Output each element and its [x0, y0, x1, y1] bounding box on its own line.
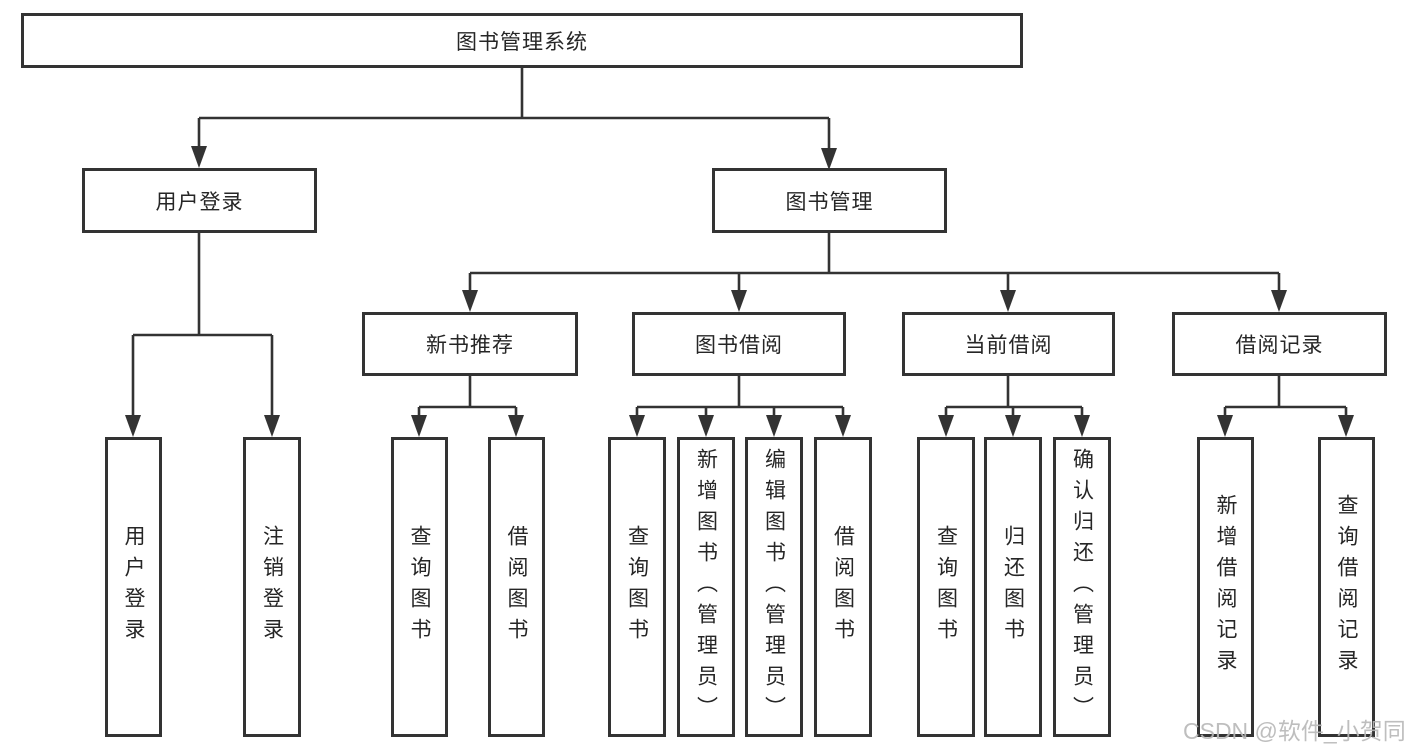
leaf-confirm-return-admin-label: 确认归还（管理员） [1070, 447, 1094, 727]
node-user-login-label: 用户登录 [155, 190, 244, 214]
node-new-book-recommend-label: 新书推荐 [426, 334, 514, 357]
leaf-add-books-admin-label: 新增图书（管理员） [694, 447, 718, 727]
arrow-down [508, 415, 524, 437]
node-book-borrow: 图书借阅 [632, 312, 846, 376]
leaf-user-login: 用户登录 [105, 437, 162, 737]
arrow-down [835, 415, 851, 437]
leaf-query-borrow-record: 查询借阅记录 [1318, 437, 1375, 737]
leaf-confirm-return-admin: 确认归还（管理员） [1053, 437, 1111, 737]
leaf-add-borrow-record: 新增借阅记录 [1197, 437, 1254, 737]
connector-user-login-children [125, 233, 280, 437]
arrow-down [1217, 415, 1233, 437]
arrow-down [1005, 415, 1021, 437]
arrow-down [629, 415, 645, 437]
node-user-login: 用户登录 [82, 168, 317, 233]
leaf-borrow-books-label: 借阅图书 [831, 525, 855, 649]
connector-new-book-children [411, 376, 524, 437]
node-current-borrow-label: 当前借阅 [964, 334, 1053, 357]
node-borrow-records: 借阅记录 [1172, 312, 1387, 376]
leaf-query-books-recommend: 查询图书 [391, 437, 448, 737]
arrow-down [821, 148, 837, 170]
node-system-root-label: 图书管理系统 [456, 30, 588, 54]
arrow-down [766, 415, 782, 437]
arrow-down [125, 415, 141, 437]
arrow-down [264, 415, 280, 437]
leaf-edit-books-admin: 编辑图书（管理员） [745, 437, 803, 737]
leaf-logout: 注销登录 [243, 437, 301, 737]
connector-current-borrow-children [938, 376, 1090, 437]
arrow-down [1338, 415, 1354, 437]
leaf-return-books-label: 归还图书 [1001, 525, 1025, 649]
node-book-management-label: 图书管理 [785, 190, 874, 214]
leaf-return-books: 归还图书 [984, 437, 1042, 737]
node-current-borrow: 当前借阅 [902, 312, 1115, 376]
leaf-query-books-borrow-label: 查询图书 [625, 525, 649, 649]
node-system-root: 图书管理系统 [21, 13, 1023, 68]
leaf-query-books-borrow: 查询图书 [608, 437, 666, 737]
leaf-borrow-books-recommend: 借阅图书 [488, 437, 545, 737]
node-new-book-recommend: 新书推荐 [362, 312, 578, 376]
node-book-management: 图书管理 [712, 168, 947, 233]
leaf-user-login-label: 用户登录 [122, 525, 145, 649]
node-borrow-records-label: 借阅记录 [1235, 334, 1324, 357]
leaf-add-borrow-record-label: 新增借阅记录 [1214, 494, 1237, 680]
leaf-query-books-current-label: 查询图书 [934, 525, 958, 649]
leaf-borrow-books: 借阅图书 [814, 437, 872, 737]
arrow-down [462, 290, 478, 312]
arrow-down [411, 415, 427, 437]
connector-book-management-children [462, 233, 1287, 312]
leaf-query-books-recommend-label: 查询图书 [408, 525, 431, 649]
arrow-down [698, 415, 714, 437]
arrow-down [1271, 290, 1287, 312]
leaf-borrow-books-recommend-label: 借阅图书 [505, 525, 528, 649]
arrow-down [731, 290, 747, 312]
arrow-down [938, 415, 954, 437]
connector-borrow-records-children [1217, 376, 1354, 437]
arrow-down [1074, 415, 1090, 437]
arrow-down [191, 146, 207, 168]
connector-root-to-level2 [191, 68, 837, 170]
leaf-query-borrow-record-label: 查询借阅记录 [1335, 494, 1358, 680]
node-book-borrow-label: 图书借阅 [695, 334, 783, 357]
leaf-add-books-admin: 新增图书（管理员） [677, 437, 735, 737]
leaf-logout-label: 注销登录 [260, 525, 284, 649]
arrow-down [1000, 290, 1016, 312]
connector-book-borrow-children [629, 376, 851, 437]
leaf-query-books-current: 查询图书 [917, 437, 975, 737]
leaf-edit-books-admin-label: 编辑图书（管理员） [762, 447, 786, 727]
